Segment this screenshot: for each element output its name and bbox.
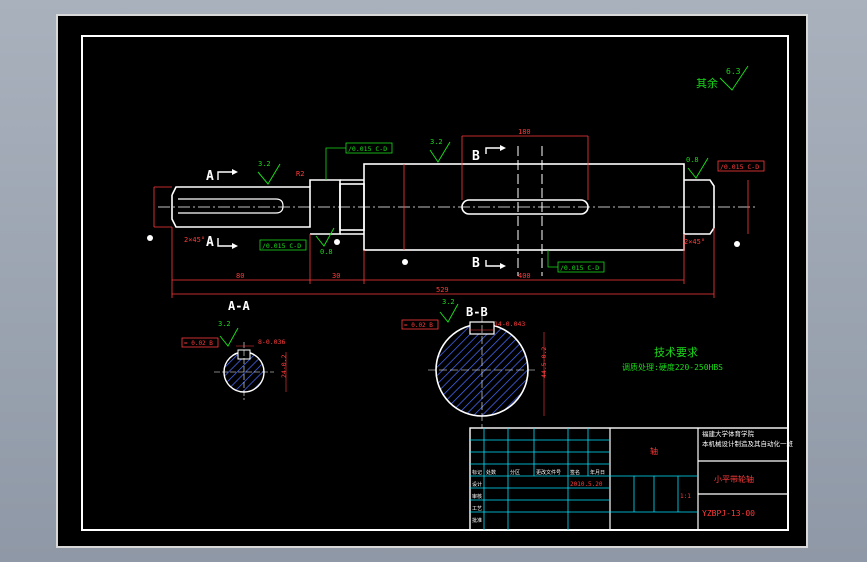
svg-text:/0.015 C-D: /0.015 C-D — [560, 264, 599, 272]
svg-text:= 0.02 B: = 0.02 B — [404, 322, 433, 329]
svg-text:标记: 标记 — [472, 469, 482, 476]
svg-text:签名: 签名 — [570, 469, 580, 476]
subject-line: 本机械设计制造及其自动化一班 — [702, 439, 794, 448]
roughness-1: 3.2 — [258, 160, 271, 168]
svg-text:14-0.043: 14-0.043 — [494, 320, 525, 328]
roughness-symbols — [219, 141, 709, 347]
inner-border — [81, 35, 789, 531]
other-roughness-label: 其余 — [696, 76, 718, 90]
tech-req-title: 技术要求 — [654, 346, 698, 359]
svg-text:2×45°: 2×45° — [184, 236, 205, 244]
svg-text:审核: 审核 — [472, 493, 482, 500]
roughness-4: 0.8 — [320, 248, 333, 256]
drawing-sheet: 其余 6.3 A A B B — [56, 14, 808, 548]
section-b-title: B-B — [466, 305, 488, 319]
svg-text:更改文件号: 更改文件号 — [536, 469, 561, 476]
svg-text:/0.015 C-D: /0.015 C-D — [262, 242, 301, 250]
roughness-6: 3.2 — [442, 298, 455, 306]
svg-text:400: 400 — [518, 272, 531, 280]
svg-text:180: 180 — [518, 128, 531, 136]
section-a-a: A-A = 0.02 B 8-0.036 24-0.2 — [181, 299, 288, 400]
other-roughness-value: 6.3 — [726, 67, 741, 76]
technical-requirements: 技术要求 调质处理:硬度220-250HBS — [622, 346, 723, 372]
svg-text:年月日: 年月日 — [590, 469, 605, 476]
keyway-middle — [461, 199, 589, 215]
svg-text:分区: 分区 — [510, 469, 520, 476]
svg-text:批准: 批准 — [472, 517, 482, 524]
svg-text:R2: R2 — [296, 170, 304, 178]
svg-text:8-0.036: 8-0.036 — [258, 338, 285, 346]
other-roughness: 其余 6.3 — [696, 65, 749, 91]
svg-text:处数: 处数 — [486, 469, 496, 476]
dimension-lines — [153, 135, 749, 298]
tolerance-frames: /0.015 C-D /0.015 C-D /0.015 C-D /0.015 … — [259, 142, 765, 273]
svg-text:A: A — [206, 235, 214, 250]
tech-req-line: 调质处理:硬度220-250HBS — [622, 362, 723, 372]
section-marker-b: B B — [472, 145, 506, 271]
shaft-outline — [171, 163, 715, 251]
section-b-b: B-B = 0.02 B 14-0.043 44.5-0.2 — [401, 305, 548, 428]
svg-text:设计: 设计 — [472, 481, 482, 488]
drawing-title: 小平带轮轴 — [714, 474, 754, 484]
svg-text:30: 30 — [332, 272, 340, 280]
drawing-number: YZBPJ-13-00 — [702, 509, 755, 518]
drawing-scale: 1:1 — [680, 493, 691, 500]
svg-text:B: B — [472, 149, 480, 164]
svg-text:44.5-0.2: 44.5-0.2 — [540, 347, 548, 378]
svg-text:= 0.02 B: = 0.02 B — [184, 340, 213, 347]
centre-marks — [147, 235, 740, 265]
svg-text:2×45°: 2×45° — [684, 238, 705, 246]
svg-text:工艺: 工艺 — [472, 506, 482, 512]
roughness-5: 3.2 — [218, 320, 231, 328]
svg-text:529: 529 — [436, 286, 449, 294]
roughness-3: 0.8 — [686, 156, 699, 164]
svg-text:/0.015 C-D: /0.015 C-D — [720, 163, 759, 171]
drawing-date: 2010.5.20 — [570, 481, 603, 488]
svg-text:80: 80 — [236, 272, 244, 280]
cad-drawing: 其余 6.3 A A B B — [81, 35, 794, 531]
roughness-2: 3.2 — [430, 138, 443, 146]
keyway-left — [178, 198, 284, 214]
svg-text:24-0.2: 24-0.2 — [280, 354, 288, 378]
school-name: 福建大学体育学院 — [702, 429, 755, 438]
svg-text:B: B — [472, 256, 480, 271]
svg-text:A: A — [206, 169, 214, 184]
dimension-texts: 80 30 400 529 180 R2 2×45° 2×45° — [184, 128, 705, 294]
svg-text:/0.015 C-D: /0.015 C-D — [348, 145, 387, 153]
section-marker-a: A A — [206, 169, 238, 250]
part-name: 轴 — [650, 446, 658, 456]
section-a-title: A-A — [228, 299, 250, 313]
title-block — [469, 427, 789, 531]
